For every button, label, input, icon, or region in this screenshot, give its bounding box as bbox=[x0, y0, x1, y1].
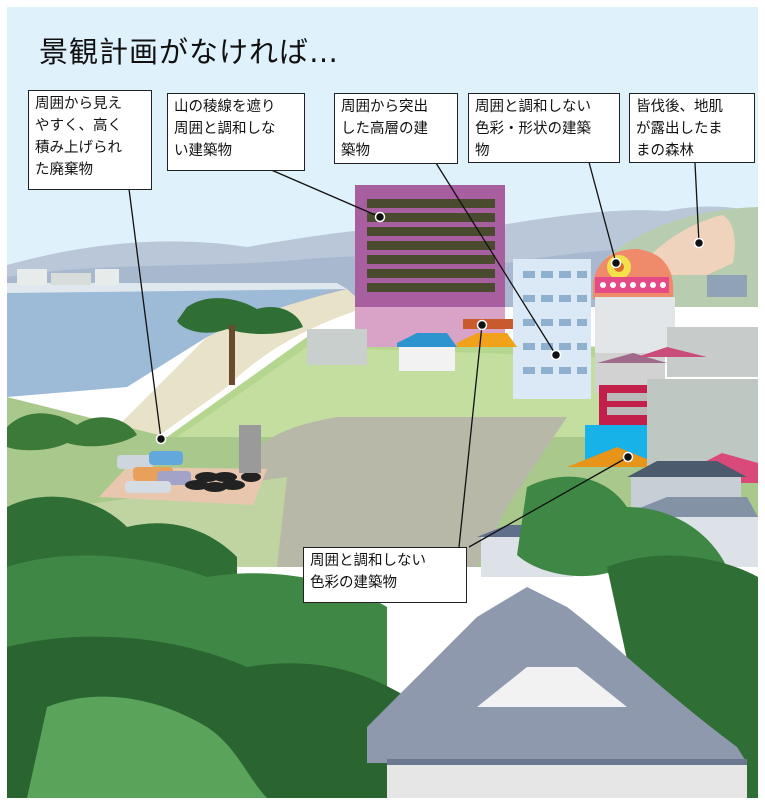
page-title: 景観計画がなければ… bbox=[39, 35, 340, 69]
bare-forest-patch bbox=[647, 215, 735, 275]
callout-bare-forest: 皆伐後、地肌 が露出したま まの森林 bbox=[629, 93, 755, 163]
callout-waste: 周囲から見え やすく、高く 積み上げられ た廃棄物 bbox=[28, 90, 152, 190]
callout-ridge-building: 山の稜線を遮り 周囲と調和しな い建築物 bbox=[167, 93, 305, 171]
illustration-frame: 景観計画がなければ… 周囲から見え やすく、高く 積み上げられ た廃棄物 山の稜… bbox=[7, 7, 758, 798]
left-trees bbox=[7, 413, 137, 451]
callout-highrise: 周囲から突出 した高層の建 築物 bbox=[334, 93, 458, 164]
callout-color-building: 周囲と調和しない 色彩の建築物 bbox=[303, 547, 467, 603]
beach bbox=[117, 289, 367, 437]
callout-shape-color: 周囲と調和しない 色彩・形状の建築 物 bbox=[468, 93, 620, 163]
blue-highrise bbox=[513, 259, 591, 399]
landscape-illustration bbox=[7, 7, 758, 798]
